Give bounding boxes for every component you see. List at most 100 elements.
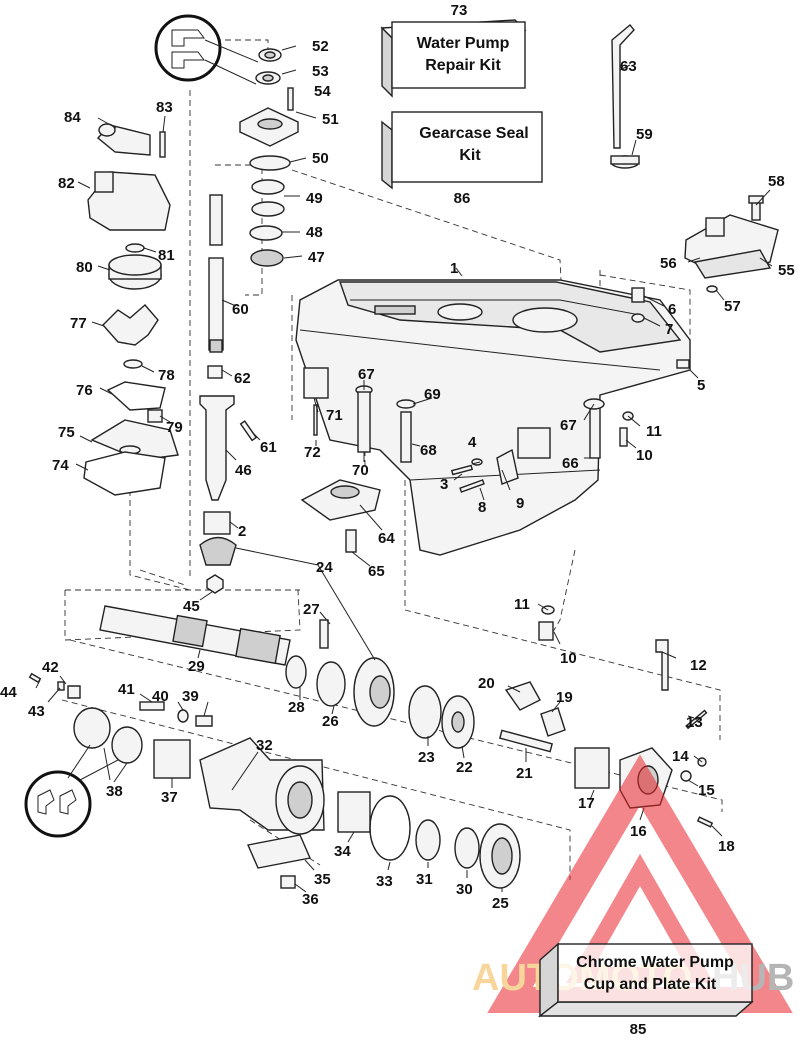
label-12: 12 [690,657,707,674]
label-69: 69 [424,386,441,403]
label-21: 21 [516,765,533,782]
label-76: 76 [76,382,93,399]
label-11b: 11 [514,596,530,613]
kit-box-chrome-water-pump: Chrome Water Pump Cup and Plate Kit 85 [537,942,754,1038]
label-3: 3 [440,476,448,493]
label-7: 7 [665,321,673,338]
label-25: 25 [492,895,509,912]
label-18: 18 [718,838,735,855]
kit-85-line2: Cup and Plate Kit [584,976,717,993]
leader-lines [35,45,773,893]
label-8: 8 [478,499,486,516]
parts-top-right [610,24,779,293]
kit-86-line2: Kit [459,147,481,164]
label-50: 50 [312,150,329,167]
label-58: 58 [768,173,785,190]
part-numbers: 52 53 54 51 50 49 48 47 60 62 61 46 2 24… [0,38,795,912]
label-57: 57 [724,298,741,315]
label-45: 45 [183,598,200,615]
label-30: 30 [456,881,473,898]
label-1: 1 [450,260,458,277]
gearcase-housing [295,279,691,556]
label-64: 64 [378,530,395,547]
label-44: 44 [0,684,17,701]
detail-circle-bottom [24,744,119,838]
label-70: 70 [352,462,369,479]
kit-73-number: 73 [451,2,468,19]
label-74: 74 [52,457,69,474]
label-14: 14 [672,748,689,765]
label-62: 62 [234,370,251,387]
label-24: 24 [316,559,333,576]
label-67b: 67 [560,417,577,434]
label-2: 2 [238,523,246,540]
kit-73-line1: Water Pump [417,35,510,52]
label-41: 41 [118,681,135,698]
label-23: 23 [418,749,435,766]
label-78: 78 [158,367,175,384]
kit-86-line1: Gearcase Seal [419,125,528,142]
label-75: 75 [58,424,75,441]
label-61: 61 [260,439,277,456]
label-56: 56 [660,255,677,272]
label-83: 83 [156,99,173,116]
kit-85-number: 85 [630,1021,647,1038]
label-4: 4 [468,434,477,451]
label-67a: 67 [358,366,375,383]
label-65: 65 [368,563,385,580]
label-36: 36 [302,891,319,908]
label-51: 51 [322,111,339,128]
label-72: 72 [304,444,321,461]
label-60: 60 [232,301,249,318]
label-59: 59 [636,126,653,143]
parts-driveshaft [199,48,299,594]
label-66: 66 [562,455,579,472]
label-54: 54 [314,83,331,100]
label-52: 52 [312,38,329,55]
label-71: 71 [326,407,343,424]
label-34: 34 [334,843,351,860]
parts-propshaft [28,605,475,749]
label-20: 20 [478,675,495,692]
label-37: 37 [161,789,178,806]
label-33: 33 [376,873,393,890]
label-55: 55 [778,262,795,279]
label-15: 15 [698,782,715,799]
label-39: 39 [182,688,199,705]
label-32: 32 [256,737,273,754]
label-80: 80 [76,259,93,276]
kit-box-water-pump-repair: Water Pump Repair Kit 73 [380,2,527,98]
label-43: 43 [28,703,45,720]
label-11a: 11 [646,423,662,440]
label-53: 53 [312,63,329,80]
label-29: 29 [188,658,205,675]
kit-85-line1: Chrome Water Pump [576,954,734,971]
label-77: 77 [70,315,87,332]
kit-86-number: 86 [454,190,471,207]
label-49: 49 [306,190,323,207]
label-81: 81 [158,247,175,264]
label-16: 16 [630,823,647,840]
label-40: 40 [152,688,169,705]
label-48: 48 [306,224,323,241]
label-13: 13 [686,714,703,731]
label-10a: 10 [636,447,653,464]
label-42: 42 [42,659,59,676]
label-84: 84 [64,109,81,126]
label-10b: 10 [560,650,577,667]
label-63: 63 [620,58,637,75]
label-22: 22 [456,759,473,776]
label-35: 35 [314,871,331,888]
label-38: 38 [106,783,123,800]
label-5: 5 [697,377,705,394]
kit-73-line2: Repair Kit [425,57,501,74]
label-19: 19 [556,689,573,706]
detail-circle-top [154,14,259,85]
parts-water-pump [83,123,179,496]
label-28: 28 [288,699,305,716]
label-26: 26 [322,713,339,730]
label-17: 17 [578,795,595,812]
label-31: 31 [416,871,433,888]
